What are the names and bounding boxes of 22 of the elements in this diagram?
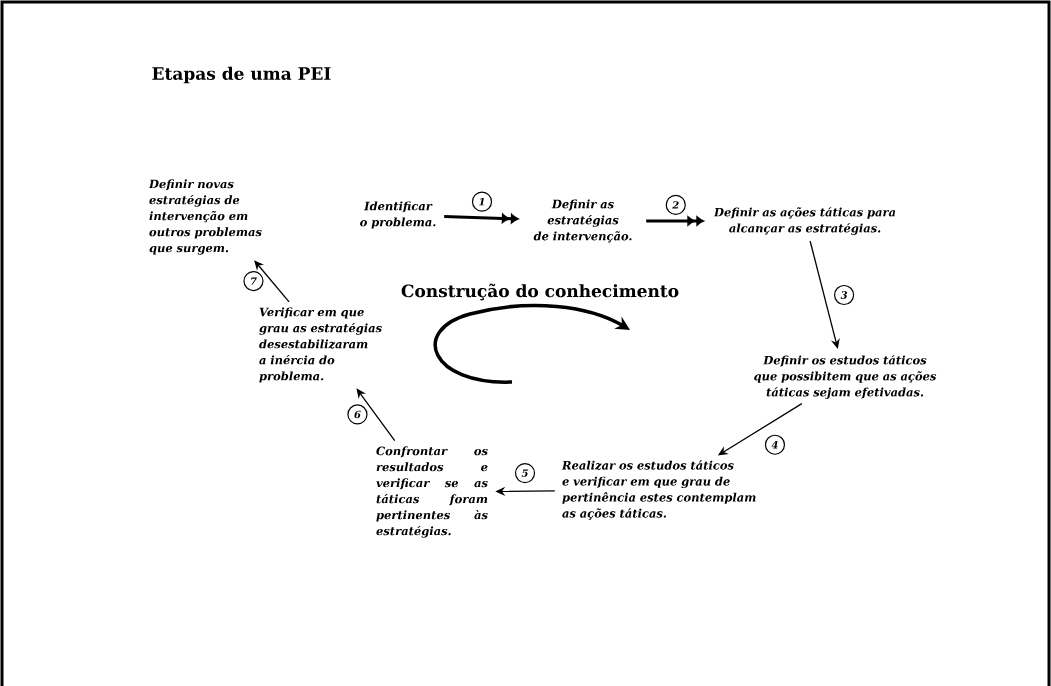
step-text: Realizar os estudos táticos e verificar em que grau de pertinência estes contemplam as ações táticas. xyxy=(561,460,756,520)
step-text: Confrontar os resultados e verificar se as táticas foram pertinentes às estratégias. xyxy=(376,446,488,538)
step-text: Definir as ações táticas para alcançar as estratégias. xyxy=(713,207,896,235)
arrow xyxy=(809,240,840,349)
step-text: Definir novas estratégias de intervenção em outros problemas que surgem. xyxy=(148,179,262,255)
step-number: 4 xyxy=(764,434,786,455)
arrow xyxy=(254,260,290,303)
step-text: Identificar o problema. xyxy=(360,201,436,229)
arrow xyxy=(356,388,396,442)
step-number: 7 xyxy=(243,270,264,292)
step-number: 6 xyxy=(347,404,368,425)
curved-text: Construção do conhecimento xyxy=(401,283,679,301)
step-number: 2 xyxy=(665,194,686,215)
step-text: Definir os estudos táticos que possibitem que as ações táticas sejam efetivadas. xyxy=(754,355,937,399)
arrow xyxy=(444,213,519,224)
step-text: Definir as estratégias de intervenção. xyxy=(533,199,632,243)
step-text: Verificar em que grau as estratégias desestabilizaram a inércia do problema. xyxy=(259,307,382,383)
step-number: 5 xyxy=(514,463,536,484)
title: Etapas de uma PEI xyxy=(152,66,331,84)
arrow xyxy=(646,216,704,226)
step-number: 1 xyxy=(471,191,493,212)
step-number: 3 xyxy=(834,284,855,306)
